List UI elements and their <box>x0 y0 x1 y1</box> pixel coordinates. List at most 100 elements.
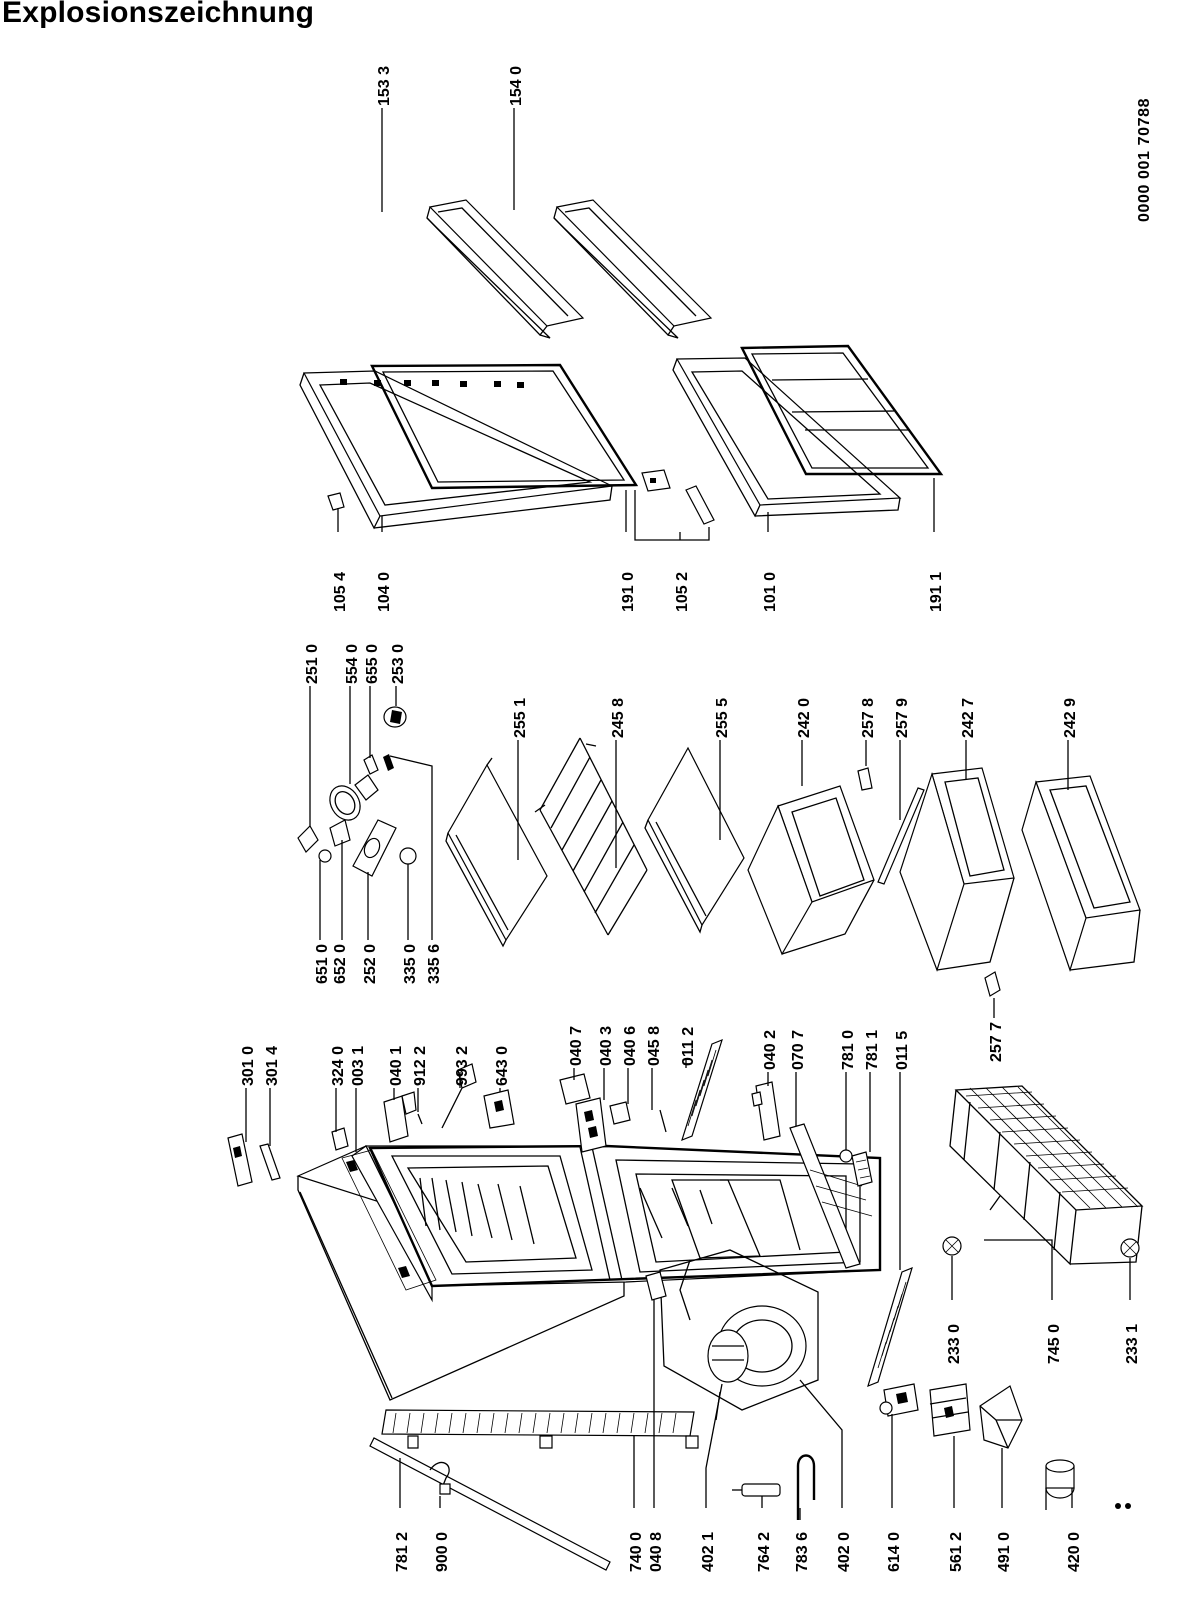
lower-door-gasket <box>740 344 944 476</box>
control-unit-parts <box>297 706 417 877</box>
bracket-105-4 <box>327 492 345 511</box>
callout-252-0: 252 0 <box>362 944 379 984</box>
leader-lines <box>245 108 1131 1520</box>
callout-614-0: 614 0 <box>886 1532 903 1572</box>
callout-781-0: 781 0 <box>840 1030 857 1070</box>
callout-912-2: 912 2 <box>412 1046 429 1086</box>
callout-104-0: 104 0 <box>376 572 393 612</box>
callout-040-8: 040 8 <box>648 1532 665 1572</box>
callout-070-7: 070 7 <box>790 1030 807 1070</box>
callout-491-0: 491 0 <box>996 1532 1013 1572</box>
clamp-783-6 <box>796 1454 816 1520</box>
part-781-1 <box>851 1151 873 1187</box>
hinge-parts-105-2 <box>634 469 715 541</box>
drawer-242-9 <box>1021 775 1141 972</box>
drawer-242-7 <box>899 767 1015 972</box>
callout-402-0: 402 0 <box>836 1532 853 1572</box>
page-title: Explosionszeichnung <box>2 0 315 29</box>
callout-301-0: 301 0 <box>240 1046 257 1086</box>
capacitor-420-0 <box>1045 1459 1131 1510</box>
callout-301-4: 301 4 <box>264 1046 281 1086</box>
callout-993-2: 993 2 <box>454 1046 471 1086</box>
callout-242-7: 242 7 <box>960 698 977 738</box>
callout-783-6: 783 6 <box>794 1532 811 1572</box>
clip-257-8 <box>857 767 873 791</box>
callout-651-0: 651 0 <box>314 944 331 984</box>
strip-011-2 <box>681 1038 723 1142</box>
tube-781-2 <box>369 1437 611 1571</box>
callout-900-0: 900 0 <box>434 1532 451 1572</box>
callout-153-3: 153 3 <box>376 66 393 106</box>
callout-191-0: 191 0 <box>620 572 637 612</box>
callout-255-1: 255 1 <box>512 698 529 738</box>
callout-257-8: 257 8 <box>860 698 877 738</box>
callout-324-0: 324 0 <box>330 1046 347 1086</box>
callout-105-2: 105 2 <box>674 572 691 612</box>
callout-045-8: 045 8 <box>646 1026 663 1066</box>
callout-040-6: 040 6 <box>622 1026 639 1066</box>
hinge-040-3 <box>575 1097 607 1153</box>
wire-shelf-245-8 <box>534 737 648 936</box>
callout-003-1: 003 1 <box>350 1046 367 1086</box>
condenser-740 <box>381 1409 699 1449</box>
glass-shelf-255-5 <box>644 746 745 934</box>
drier-764-2 <box>732 1483 781 1497</box>
callout-242-9: 242 9 <box>1062 698 1079 738</box>
callout-labels: 153 3 154 0 105 4 104 0 191 0 105 2 101 … <box>240 66 1141 1572</box>
callout-257-9: 257 9 <box>894 698 911 738</box>
cabinet-body <box>296 1144 882 1401</box>
callout-233-0: 233 0 <box>946 1324 963 1364</box>
clip-900-0 <box>429 1461 451 1495</box>
callout-191-1: 191 1 <box>928 572 945 612</box>
bracket-040-8 <box>645 1271 667 1301</box>
callout-245-8: 245 8 <box>610 698 627 738</box>
cover-993-2 <box>441 1063 477 1129</box>
cover-643-0 <box>483 1089 515 1129</box>
callout-040-3: 040 3 <box>598 1026 615 1066</box>
callout-420-0: 420 0 <box>1066 1532 1083 1572</box>
callout-255-5: 255 5 <box>714 698 731 738</box>
callout-335-6: 335 6 <box>426 944 443 984</box>
callout-781-1: 781 1 <box>864 1030 881 1070</box>
screw-912-2 <box>417 1113 423 1125</box>
bracket-324-0 <box>331 1127 349 1151</box>
callout-764-2: 764 2 <box>756 1532 773 1572</box>
top-hinge-040-1 <box>383 1091 417 1143</box>
lower-hinge-040-2 <box>751 1081 781 1141</box>
callout-781-2: 781 2 <box>394 1532 411 1572</box>
callout-652-0: 652 0 <box>332 944 349 984</box>
callout-101-0: 101 0 <box>762 572 779 612</box>
foot-233-1 <box>1120 1238 1140 1258</box>
callout-242-0: 242 0 <box>796 698 813 738</box>
relay-614-0 <box>879 1383 919 1417</box>
callout-233-1: 233 1 <box>1124 1324 1141 1364</box>
wire-basket-745 <box>949 1085 1144 1266</box>
callout-040-2: 040 2 <box>762 1030 779 1070</box>
callout-253-0: 253 0 <box>390 644 407 684</box>
foot-233-0 <box>942 1236 962 1256</box>
hinge-301 <box>227 1133 281 1187</box>
part-781-0 <box>839 1149 853 1163</box>
callout-257-7: 257 7 <box>988 1022 1005 1062</box>
parts-040-6 <box>609 1101 631 1125</box>
glass-shelf-255-1 <box>445 757 548 948</box>
callout-251-0: 251 0 <box>304 644 321 684</box>
base-strip-070-7 <box>789 1123 873 1269</box>
callout-561-2: 561 2 <box>948 1532 965 1572</box>
callout-011-2: 011 2 <box>680 1027 697 1066</box>
strip-011-5 <box>867 1266 913 1388</box>
compressor-assembly <box>659 1249 819 1421</box>
drawer-242-0 <box>747 785 875 956</box>
callout-745-0: 745 0 <box>1046 1324 1063 1364</box>
callout-643-0: 643 0 <box>494 1046 511 1086</box>
callout-105-4: 105 4 <box>332 572 349 612</box>
callout-040-7: 040 7 <box>568 1026 585 1066</box>
upper-door-gasket <box>370 363 639 490</box>
upper-door <box>299 370 615 530</box>
callout-154-0: 154 0 <box>508 66 525 106</box>
pin-045-8 <box>659 1109 667 1133</box>
callout-402-1: 402 1 <box>700 1532 717 1572</box>
drawer-rail-257-9 <box>877 787 925 885</box>
door-bin-154 <box>553 199 713 339</box>
